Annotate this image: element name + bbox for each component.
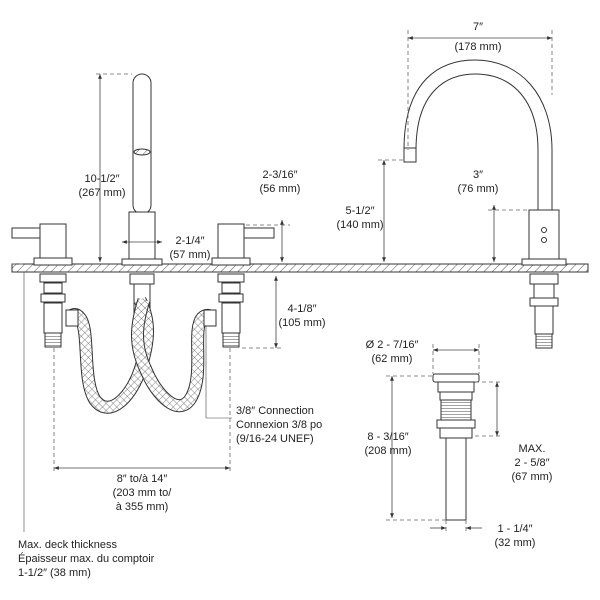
left-mount-nut	[39, 273, 67, 283]
right-valve-body	[221, 302, 241, 334]
drain-diameter-in: Ø 2 - 7/16″	[366, 339, 419, 351]
faucet-height-in: 10-1/2″	[84, 173, 119, 185]
drain-max-line3: (67 mm)	[512, 471, 553, 483]
spout-arc-outer	[403, 59, 553, 212]
right-valve-thread	[222, 332, 240, 348]
right-handle-body	[217, 223, 245, 261]
drain-body-thread	[440, 399, 472, 421]
dimension-lines	[12, 30, 553, 534]
left-handle-flange	[33, 257, 73, 266]
spout-arc-inner	[415, 73, 539, 212]
pop-up-drain	[432, 373, 480, 521]
spout-width-in: 7″	[473, 21, 483, 33]
connection-line1: 3/8″ Connection	[236, 405, 314, 417]
spread-line2: (203 mm to/	[113, 487, 173, 499]
shank-length-mm: (105 mm)	[278, 317, 325, 329]
connection-line2: Connexion 3/8 po	[236, 419, 322, 431]
spout-tip	[403, 147, 417, 163]
faucet-height-mm: (267 mm)	[78, 187, 125, 199]
spout-column	[132, 73, 152, 215]
tailpiece-mm: (32 mm)	[495, 537, 536, 549]
right-handle-lever	[239, 227, 275, 239]
drain-flange	[432, 373, 480, 383]
shank-length-in: 4-1/8″	[288, 303, 317, 315]
spout-flange	[121, 258, 163, 266]
base-diameter-mm: (57 mm)	[170, 249, 211, 261]
drain-height-in: 8 - 3/16″	[367, 431, 408, 443]
spout-width-mm: (178 mm)	[454, 41, 501, 53]
spout-clearance-in: 5-1/2″	[346, 205, 375, 217]
spread-line3: à 355 mm)	[116, 501, 169, 513]
left-valve-body	[43, 302, 63, 334]
left-valve-thread	[44, 332, 62, 348]
spread-line1: 8″ to/à 14″	[117, 473, 168, 485]
right-mount-nut	[217, 273, 245, 283]
base-diameter-in: 2-1/4″	[176, 235, 205, 247]
deck-line3: 1-1/2″ (38 mm)	[18, 567, 91, 579]
left-handle-body	[39, 223, 67, 261]
right-hose-nut	[203, 309, 217, 327]
right-handle-flange	[211, 257, 251, 266]
aerator	[133, 148, 151, 156]
drain-max-line2: 2 - 5/8″	[514, 457, 549, 469]
drain-tailpiece	[445, 437, 467, 521]
drain-diameter-mm: (62 mm)	[372, 353, 413, 365]
connection-line3: (9/16-24 UNEF)	[236, 433, 314, 445]
dimension-labels: 7″ (178 mm) 10-1/2″ (267 mm) 2-3/16″ (56…	[18, 21, 552, 579]
tailpiece-in: 1 - 1/4″	[497, 523, 532, 535]
side-spout-base	[528, 209, 560, 263]
side-thread	[535, 333, 553, 349]
spout-base-height-mm: (76 mm)	[458, 183, 499, 195]
drain-height-mm: (208 mm)	[364, 445, 411, 457]
main-faucet-side-view	[403, 59, 567, 349]
spout-base-height-in: 3″	[473, 169, 483, 181]
deck-line1: Max. deck thickness	[18, 539, 118, 551]
countertop	[11, 263, 589, 273]
drain-max-line1: MAX.	[519, 443, 546, 455]
handle-height-mm: (56 mm)	[260, 183, 301, 195]
left-hose-nut	[65, 309, 79, 327]
main-faucet-front-view	[11, 73, 275, 414]
handle-height-in: 2-3/16″	[262, 169, 297, 181]
spout-clearance-mm: (140 mm)	[336, 219, 383, 231]
deck-line2: Épaisseur max. du comptoir	[18, 552, 155, 565]
spout-base	[128, 211, 156, 265]
